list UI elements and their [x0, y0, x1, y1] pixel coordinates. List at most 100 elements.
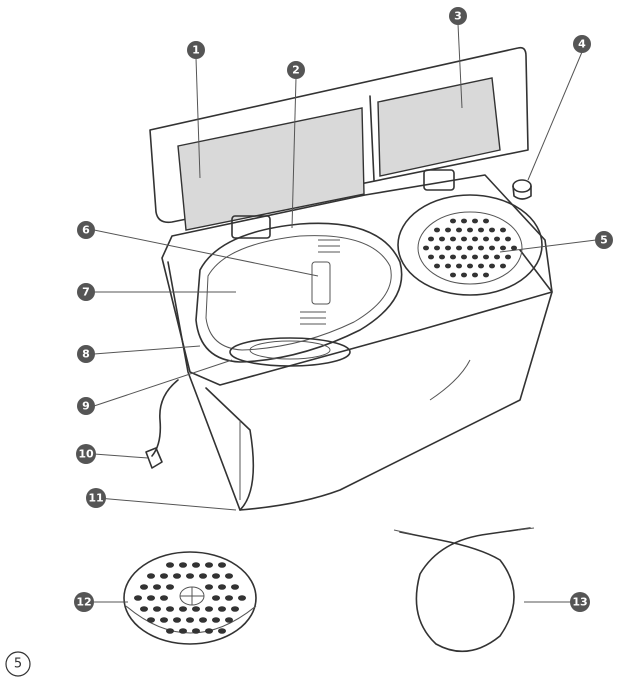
- cap-hole: [212, 617, 220, 623]
- cap-hole: [166, 628, 174, 634]
- basket-hole: [472, 254, 478, 260]
- cap-hole: [166, 584, 174, 590]
- basket-hole: [467, 263, 473, 269]
- basket-hole: [483, 272, 489, 278]
- basket-hole: [445, 263, 451, 269]
- basket-hole: [472, 272, 478, 278]
- cap-hole: [225, 617, 233, 623]
- basket-hole: [461, 236, 467, 242]
- callout-8: 8: [77, 345, 95, 363]
- basket-hole: [489, 245, 495, 251]
- cap-hole: [166, 562, 174, 568]
- cap-hole: [134, 595, 142, 601]
- drain-hose-drawing: [393, 527, 535, 653]
- cap-hole: [173, 617, 181, 623]
- basket-hole: [478, 227, 484, 233]
- basket-hole: [450, 236, 456, 242]
- svg-text:3: 3: [454, 10, 462, 23]
- basket-hole: [494, 254, 500, 260]
- cap-hole: [192, 562, 200, 568]
- spin-cap-drawing: [123, 551, 257, 645]
- svg-text:9: 9: [82, 400, 90, 413]
- cap-hole: [218, 584, 226, 590]
- callout-2: 2: [287, 61, 305, 79]
- cap-hole: [147, 617, 155, 623]
- basket-hole: [472, 236, 478, 242]
- basket-hole: [467, 245, 473, 251]
- callout-6: 6: [77, 221, 95, 239]
- spin-cap-holes: [134, 562, 246, 634]
- cap-hole: [160, 595, 168, 601]
- basket-hole: [456, 263, 462, 269]
- basket-hole: [461, 272, 467, 278]
- cap-hole: [225, 595, 233, 601]
- basket-hole: [478, 263, 484, 269]
- svg-text:1: 1: [192, 44, 200, 57]
- basket-hole: [483, 254, 489, 260]
- callout-4: 4: [573, 35, 591, 53]
- basket-hole: [428, 236, 434, 242]
- cap-hole: [225, 573, 233, 579]
- basket-hole: [456, 227, 462, 233]
- machine-lid: [149, 46, 529, 239]
- basket-hole: [505, 254, 511, 260]
- callout-11: 11: [86, 488, 106, 508]
- svg-text:10: 10: [78, 448, 94, 461]
- callout-12: 12: [74, 592, 94, 612]
- basket-hole: [500, 245, 506, 251]
- svg-text:4: 4: [578, 38, 586, 51]
- basket-hole: [472, 218, 478, 224]
- basket-hole: [450, 272, 456, 278]
- callout-1: 1: [187, 41, 205, 59]
- callout-13: 13: [570, 592, 590, 612]
- basket-hole: [467, 227, 473, 233]
- basket-hole: [439, 236, 445, 242]
- basket-hole: [489, 227, 495, 233]
- cap-hole: [186, 573, 194, 579]
- cap-hole: [179, 562, 187, 568]
- cap-hole: [160, 617, 168, 623]
- cap-hole: [153, 584, 161, 590]
- basket-hole: [456, 245, 462, 251]
- basket-hole: [450, 254, 456, 260]
- basket-hole: [450, 218, 456, 224]
- cap-hole: [205, 562, 213, 568]
- basket-hole: [434, 227, 440, 233]
- cap-hole: [218, 606, 226, 612]
- basket-hole: [434, 245, 440, 251]
- cap-hole: [166, 606, 174, 612]
- cap-hole: [147, 595, 155, 601]
- svg-text:12: 12: [76, 596, 91, 609]
- basket-hole: [461, 218, 467, 224]
- basket-hole: [489, 263, 495, 269]
- svg-text:11: 11: [88, 492, 103, 505]
- cap-hole: [147, 573, 155, 579]
- cap-hole: [140, 606, 148, 612]
- svg-text:8: 8: [82, 348, 90, 361]
- basket-hole: [483, 218, 489, 224]
- cap-hole: [205, 584, 213, 590]
- svg-text:7: 7: [82, 286, 90, 299]
- cap-hole: [192, 606, 200, 612]
- svg-text:6: 6: [82, 224, 90, 237]
- svg-text:2: 2: [292, 64, 300, 77]
- basket-hole: [505, 236, 511, 242]
- basket-hole: [461, 254, 467, 260]
- cap-hole: [192, 628, 200, 634]
- basket-hole: [500, 263, 506, 269]
- cap-hole: [186, 617, 194, 623]
- basket-hole: [483, 236, 489, 242]
- basket-hole: [445, 245, 451, 251]
- spin-basket-holes: [423, 218, 517, 278]
- cap-hole: [179, 628, 187, 634]
- page-number: 5: [5, 651, 31, 677]
- cap-hole: [179, 606, 187, 612]
- svg-text:5: 5: [14, 657, 22, 672]
- basket-hole: [500, 227, 506, 233]
- callout-10: 10: [76, 444, 96, 464]
- basket-hole: [478, 245, 484, 251]
- leader-lines: [93, 23, 597, 603]
- cap-hole: [238, 595, 246, 601]
- cap-hole: [140, 584, 148, 590]
- cap-hole: [160, 573, 168, 579]
